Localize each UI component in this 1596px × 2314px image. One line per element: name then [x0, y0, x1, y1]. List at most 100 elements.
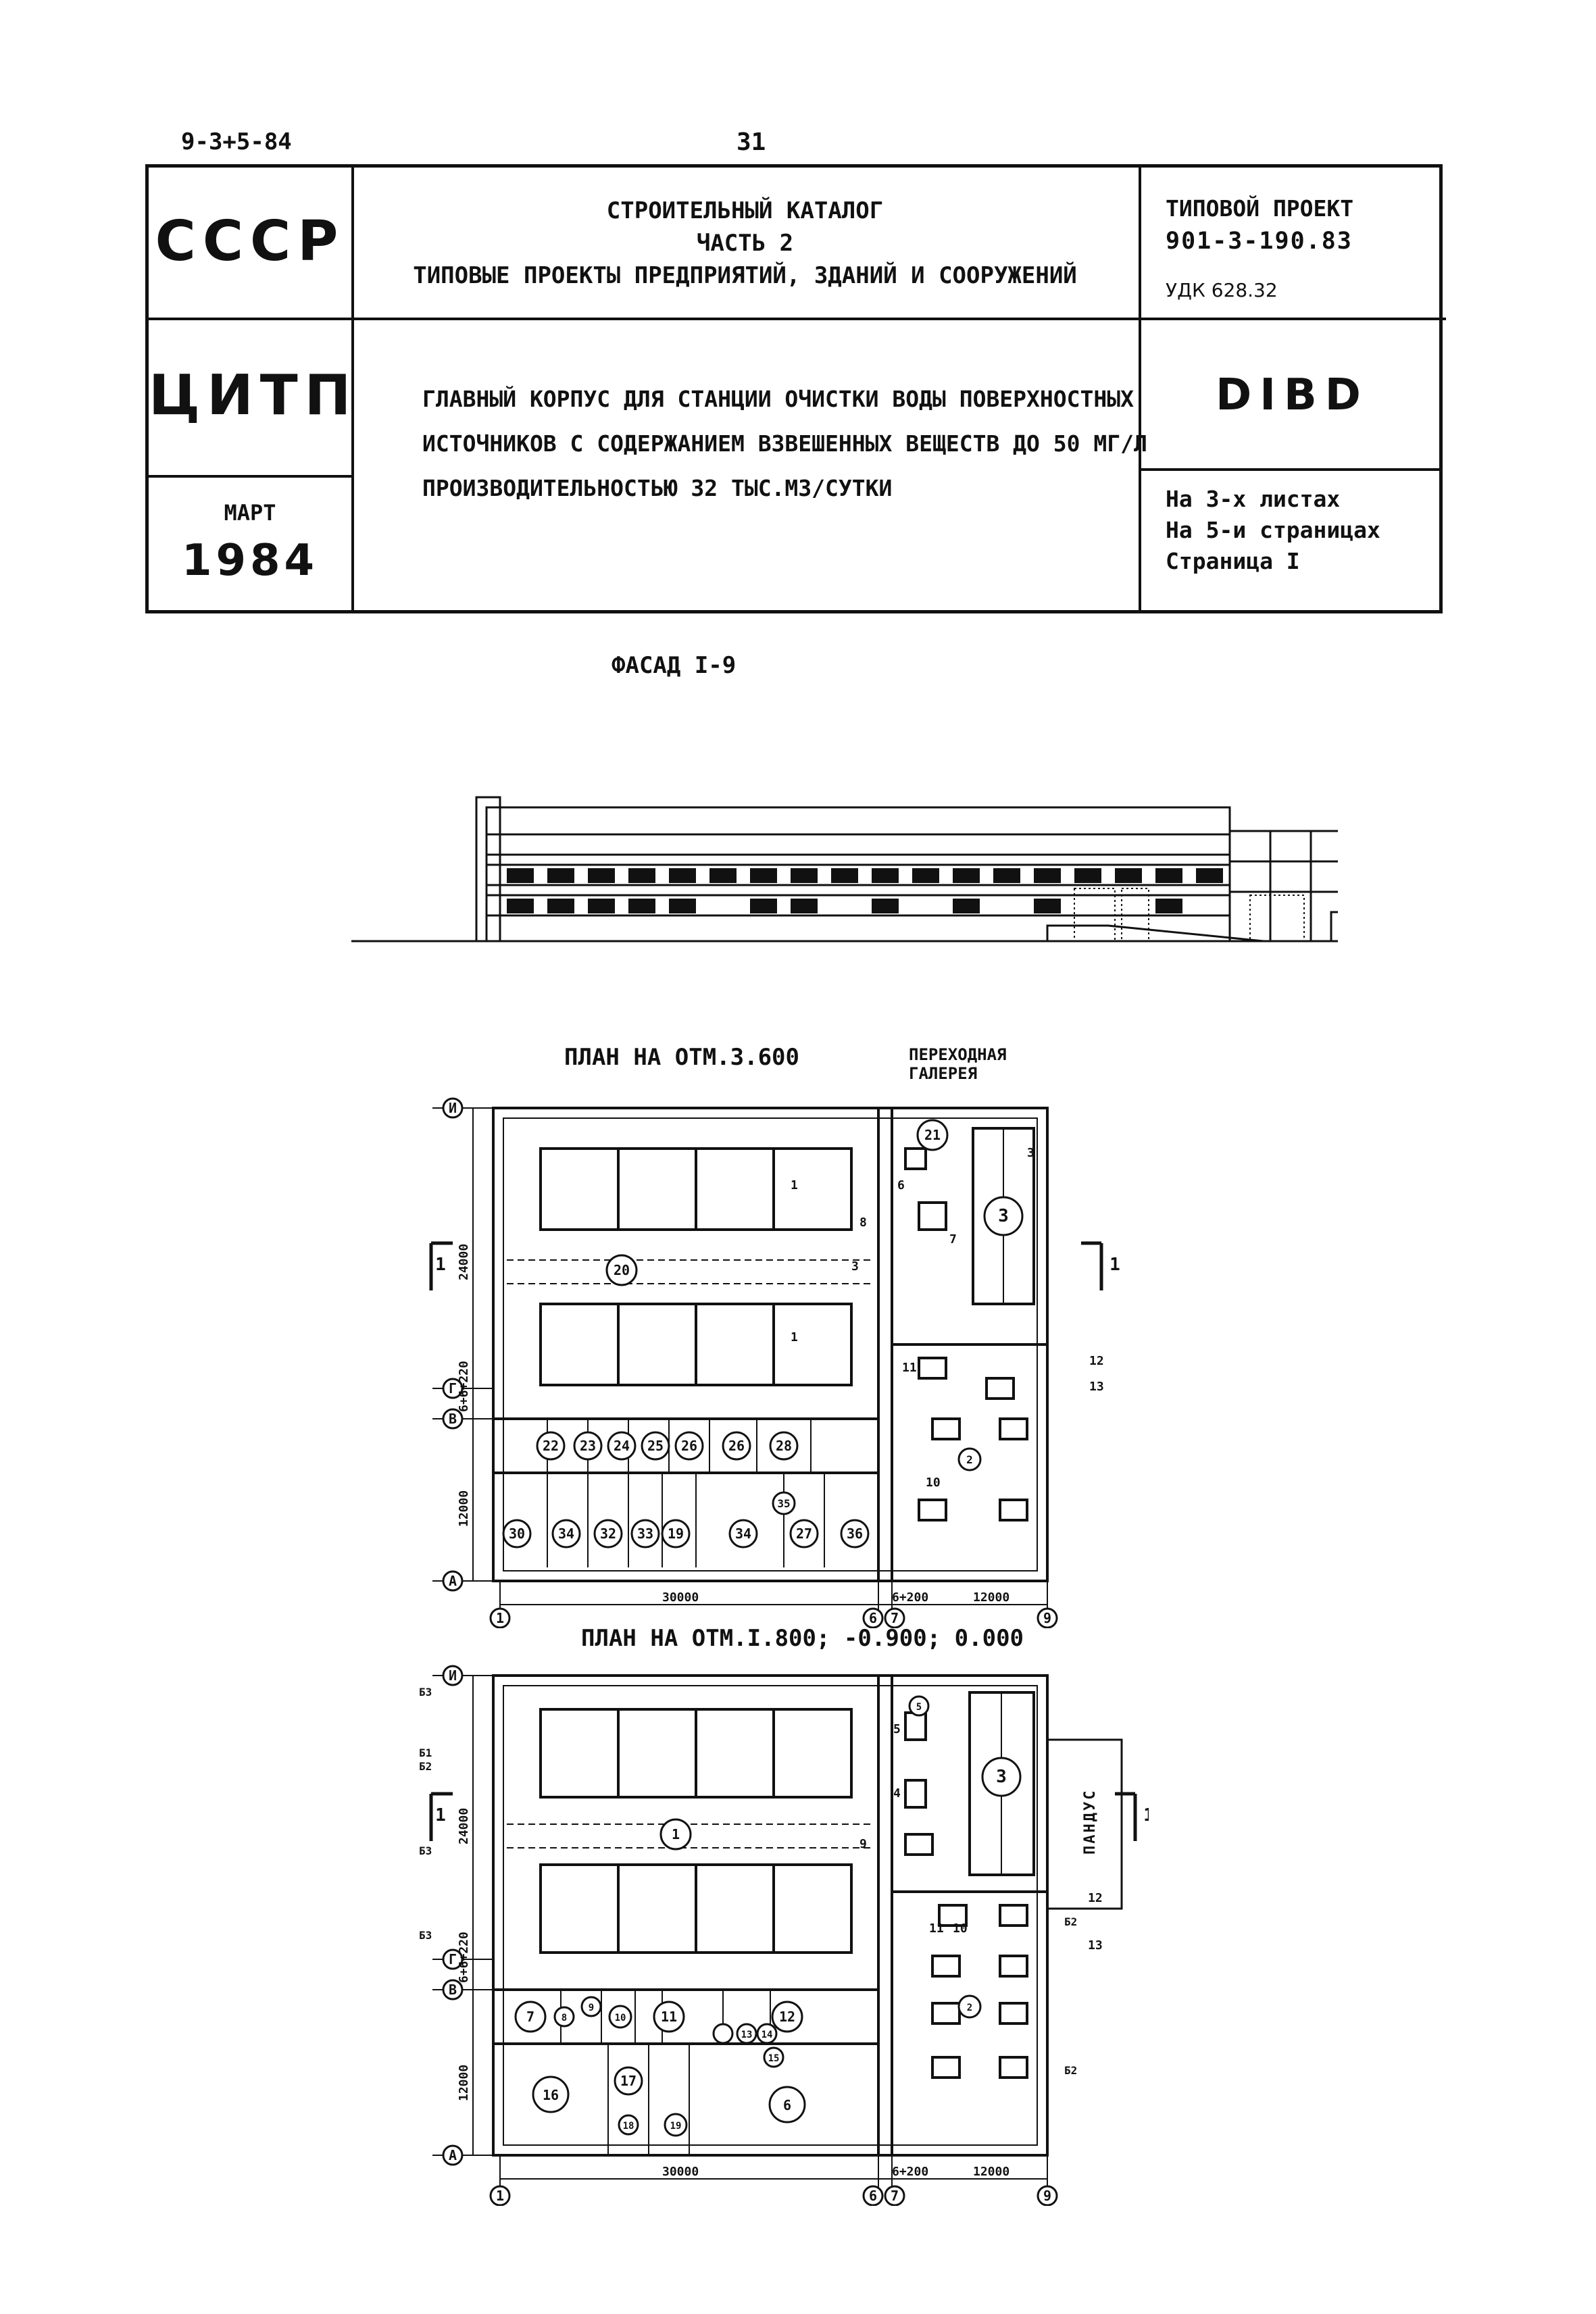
room-number: 26 [681, 1438, 697, 1454]
section-mark: 1 [1109, 1255, 1120, 1275]
outer-wall [492, 1674, 1049, 2157]
title-line: ГЛАВНЫЙ КОРПУС ДЛЯ СТАНЦИИ ОЧИСТКИ ВОДЫ … [422, 386, 1134, 412]
org-label: ЦИТП [149, 363, 358, 428]
callout: 13 [1089, 1380, 1104, 1394]
dimension: 12000 [457, 2065, 471, 2101]
level-mark: Б1 [419, 1746, 432, 1759]
callout: 5 [893, 1722, 901, 1736]
room-number: 10 [615, 2013, 626, 2023]
section-mark: 1 [435, 1255, 446, 1275]
axis-label: А [449, 2147, 457, 2163]
dimension: 12000 [973, 1590, 1009, 1605]
room-number: 19 [670, 2121, 682, 2132]
facade-caption: ФАСАД I-9 [612, 652, 737, 679]
dimension: 30000 [662, 1590, 699, 1605]
canopy-label: ПАНДУС [1082, 1789, 1099, 1855]
plan-lower-caption: ПЛАН НА ОТМ.I.800; -0.900; 0.000 [581, 1625, 1024, 1652]
room-number: 1 [672, 1826, 680, 1842]
level-mark: Б2 [1064, 1915, 1077, 1928]
issue-year: 1984 [181, 536, 319, 586]
facade-ramp [1046, 924, 1264, 942]
callout: 6 [897, 1178, 905, 1192]
room-number: 17 [620, 2073, 637, 2089]
axis-label: В [449, 1982, 457, 1998]
room-number: 36 [847, 1526, 863, 1542]
axis-label: 6 [869, 1610, 877, 1626]
dimension: 12000 [973, 2165, 1009, 2179]
room-number: 14 [762, 2030, 773, 2040]
level-mark: Б3 [419, 1686, 432, 1699]
axis-label: 7 [891, 1610, 899, 1626]
level-mark: Б3 [419, 1929, 432, 1942]
room-number: 18 [623, 2121, 634, 2132]
room-number: 2 [966, 1453, 973, 1466]
room-number: 2 [967, 2003, 972, 2013]
udk-code: УДК 628.32 [1166, 279, 1278, 301]
facade-drawing [351, 796, 1338, 942]
room-number: 22 [543, 1438, 559, 1454]
callout: 3 [851, 1259, 859, 1274]
room-number: 28 [776, 1438, 792, 1454]
catalog-code: DIBD [1216, 370, 1369, 420]
callout: 9 [859, 1837, 867, 1851]
sheet-count: На 3-х листах [1166, 486, 1341, 512]
room-number: 20 [614, 1262, 630, 1278]
catalog-line: ЧАСТЬ 2 [696, 230, 794, 257]
hall-block [1228, 830, 1338, 942]
title-block: СССР ЦИТП МАРТ 1984 СТРОИТЕЛЬНЫЙ КАТАЛОГ… [145, 164, 1446, 613]
gallery-label: ПЕРЕХОДНАЯ ГАЛЕРЕЯ [909, 1045, 1007, 1083]
country-label: СССР [155, 209, 345, 274]
room-number: 9 [589, 2003, 594, 2013]
project-number: 901-3-190.83 [1166, 228, 1353, 255]
catalog-info: СТРОИТЕЛЬНЫЙ КАТАЛОГ ЧАСТЬ 2 ТИПОВЫЕ ПРО… [351, 195, 1139, 292]
room-number: 23 [580, 1438, 596, 1454]
room-number: 25 [647, 1438, 664, 1454]
room-number: 16 [543, 2087, 559, 2103]
dimension: 24000 [457, 1244, 471, 1280]
axis-label: 1 [496, 1610, 504, 1626]
page-number: 31 [737, 128, 766, 156]
room-number: 11 [661, 2009, 677, 2025]
callout: 8 [859, 1215, 867, 1230]
room-number: 3 [998, 1206, 1009, 1226]
axis-label: И [449, 1100, 457, 1116]
gallery-label-line: ГАЛЕРЕЯ [909, 1064, 978, 1083]
axis-label: А [449, 1573, 457, 1589]
callout: 1 [791, 1330, 798, 1344]
room-number: 8 [562, 2013, 567, 2023]
title-line: ИСТОЧНИКОВ С СОДЕРЖАНИЕМ ВЗВЕШЕННЫХ ВЕЩЕ… [422, 430, 1147, 457]
room-number: 13 [741, 2030, 753, 2040]
dimension: 6+6+220 [457, 1932, 471, 1983]
axis-label: В [449, 1411, 457, 1427]
room-number: 7 [526, 2009, 534, 2025]
room-number: 27 [796, 1526, 812, 1542]
plan-upper-drawing: 20 21 3 22 23 24 25 26 26 28 30 34 32 33… [429, 1097, 1120, 1628]
gallery-label-line: ПЕРЕХОДНАЯ [909, 1045, 1007, 1064]
callout: 13 [1088, 1938, 1103, 1953]
axis-label: Г [449, 1380, 457, 1397]
room-number: 6 [783, 2097, 791, 2113]
catalog-line: ТИПОВЫЕ ПРОЕКТЫ ПРЕДПРИЯТИЙ, ЗДАНИЙ И СО… [413, 262, 1077, 289]
room-number: 26 [728, 1438, 745, 1454]
room-number: 33 [637, 1526, 653, 1542]
dimension: 6+200 [892, 2165, 928, 2179]
dimension: 6+200 [892, 1590, 928, 1605]
dimension: 24000 [457, 1808, 471, 1844]
stair-tower [475, 796, 501, 942]
axis-label: 9 [1043, 2188, 1051, 2204]
axis-label: 7 [891, 2188, 899, 2204]
dimension: 12000 [457, 1490, 471, 1527]
callout: 11 [902, 1361, 917, 1375]
room-number: 35 [777, 1497, 790, 1510]
room-number: 21 [924, 1127, 941, 1143]
dimension: 30000 [662, 2165, 699, 2179]
callout: 10 [953, 1921, 968, 1936]
page-count: На 5-и страницах [1166, 517, 1380, 543]
axis-label: И [449, 1667, 457, 1684]
room-number: 34 [735, 1526, 751, 1542]
axis-label: 6 [869, 2188, 877, 2204]
issue-month: МАРТ [224, 500, 276, 526]
level-mark: Б2 [1064, 2064, 1077, 2077]
callout: 11 [929, 1921, 944, 1936]
plan-upper-caption: ПЛАН НА ОТМ.3.600 [564, 1044, 799, 1071]
